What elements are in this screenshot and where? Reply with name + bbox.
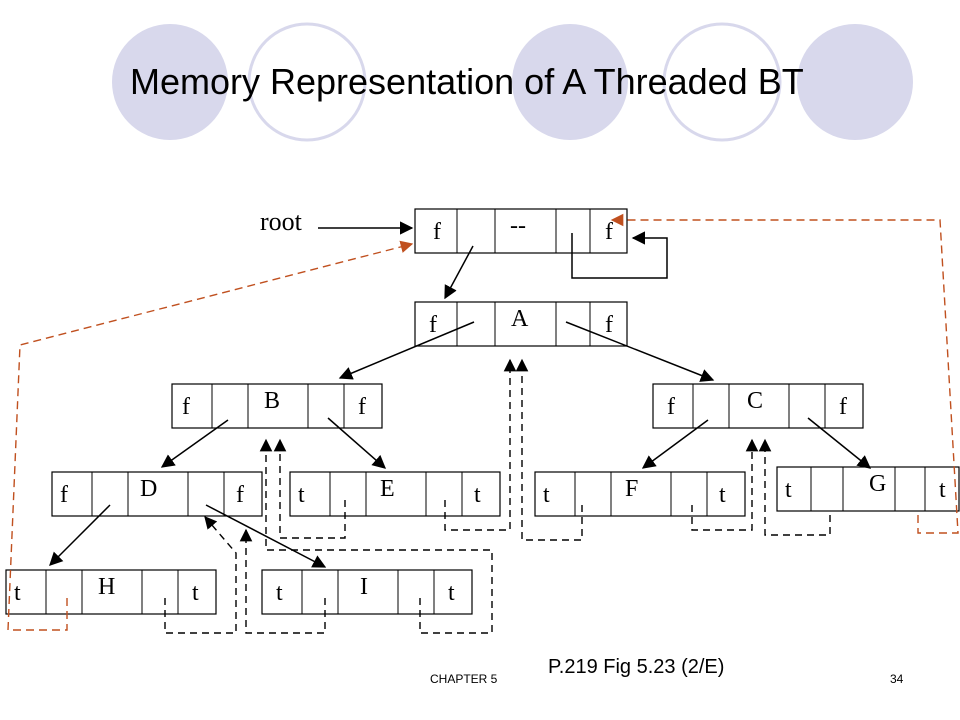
- decor-circle-4: [662, 22, 782, 142]
- page-title: Memory Representation of A Threaded BT: [130, 61, 804, 102]
- thread-G-to-head: [610, 213, 959, 534]
- node-data: D: [140, 476, 157, 502]
- link-head-to-A: [444, 245, 474, 300]
- right-thread-flag: t: [448, 580, 455, 606]
- left-thread-flag: f: [182, 394, 190, 420]
- left-thread-flag: t: [298, 482, 305, 508]
- link-C-to-G: [807, 417, 872, 469]
- right-thread-flag: f: [605, 219, 613, 245]
- decor-circle-1: [112, 24, 228, 140]
- decor-circle-2: [247, 22, 367, 142]
- root-label: root: [260, 207, 303, 236]
- decor-circle-3: [512, 24, 628, 140]
- decor-circle-5: [797, 24, 913, 140]
- node-box: [5, 569, 217, 615]
- head-self-loop: [571, 231, 668, 279]
- right-thread-flag: t: [192, 580, 199, 606]
- right-thread-flag: f: [236, 482, 244, 508]
- node-box: [171, 383, 383, 429]
- node-data: H: [98, 574, 115, 600]
- node-data: I: [360, 574, 368, 600]
- thread-E-to-A: [444, 358, 517, 531]
- thread-G-to-C: [758, 438, 831, 536]
- node-box: [414, 301, 628, 347]
- thread-I-to-D: [239, 528, 326, 634]
- node-box: [289, 471, 501, 517]
- left-thread-flag: t: [276, 580, 283, 606]
- left-thread-flag: f: [433, 219, 441, 245]
- black-threads: [164, 358, 831, 634]
- link-D-to-I: [205, 504, 327, 568]
- node-data: F: [625, 476, 638, 502]
- node-box: [534, 471, 746, 517]
- node-data: G: [869, 471, 886, 497]
- right-thread-flag: f: [605, 312, 613, 338]
- node-data: A: [511, 306, 529, 332]
- left-thread-flag: f: [60, 482, 68, 508]
- right-thread-flag: t: [719, 482, 726, 508]
- left-thread-flag: f: [429, 312, 437, 338]
- link-B-to-D: [160, 419, 229, 468]
- left-thread-flag: f: [667, 394, 675, 420]
- node-box: [51, 471, 263, 517]
- thread-F-to-C: [691, 438, 759, 531]
- footer-caption: P.219 Fig 5.23 (2/E): [548, 656, 724, 678]
- thread-E-to-B: [273, 438, 346, 539]
- node-data: E: [380, 476, 395, 502]
- footer-chapter: CHAPTER 5: [430, 672, 498, 686]
- node-data: C: [747, 388, 763, 414]
- node-box: [414, 208, 628, 254]
- child-links: [49, 231, 872, 568]
- node-head: f -- f: [414, 208, 628, 254]
- thread-H-to-head: [7, 240, 414, 631]
- red-threads: [7, 213, 959, 631]
- node-box: [652, 383, 864, 429]
- link-A-to-B: [338, 321, 475, 380]
- right-thread-flag: f: [358, 394, 366, 420]
- link-C-to-F: [641, 419, 709, 469]
- node-box: [776, 466, 960, 512]
- node-box: [261, 569, 473, 615]
- decorative-circles: [112, 22, 913, 142]
- right-thread-flag: t: [474, 482, 481, 508]
- link-D-to-H: [49, 504, 111, 566]
- thread-F-to-A: [515, 358, 583, 541]
- left-thread-flag: t: [14, 580, 21, 606]
- footer-page-number: 34: [890, 672, 904, 686]
- right-thread-flag: t: [939, 477, 946, 503]
- left-thread-flag: t: [543, 482, 550, 508]
- right-thread-flag: f: [839, 394, 847, 420]
- link-B-to-E: [327, 417, 387, 469]
- node-data: B: [264, 388, 280, 414]
- thread-I-to-B: [259, 438, 493, 634]
- left-thread-flag: t: [785, 477, 792, 503]
- link-A-to-C: [565, 321, 715, 382]
- node-data: --: [510, 213, 526, 239]
